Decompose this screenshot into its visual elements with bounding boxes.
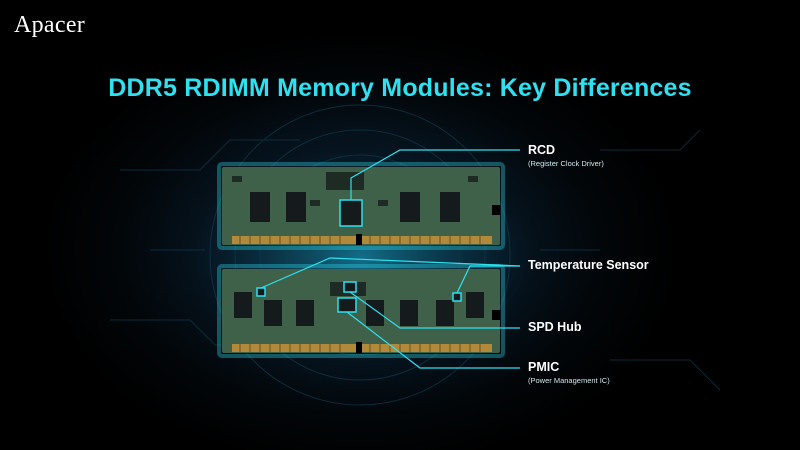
- rcd-label: RCD: [528, 143, 556, 157]
- rcd-chip: [339, 199, 363, 227]
- pmic-chip: [337, 297, 357, 313]
- spd-hub-label: SPD Hub: [528, 320, 582, 334]
- pmic-sublabel: (Power Management IC): [528, 376, 610, 385]
- top-rdimm-module: [222, 167, 500, 245]
- bottom-rdimm-module: [222, 269, 500, 353]
- rcd-callout-line: [350, 149, 520, 200]
- apacer-logo: Apacer: [14, 12, 86, 38]
- temperature-callout-line-left: [260, 257, 521, 289]
- temperature-sensor-left: [256, 287, 266, 297]
- spd-hub-callout: SPD Hub: [528, 320, 581, 334]
- pmic-callout-line: [346, 311, 520, 369]
- temperature-sensor-right: [452, 292, 462, 302]
- page-title: DDR5 RDIMM Memory Modules: Key Differenc…: [108, 74, 692, 102]
- temperature-callout-line-right: [456, 265, 520, 294]
- spd-callout-line: [349, 291, 520, 329]
- rcd-callout: RCD (Register Clock Driver): [528, 143, 604, 168]
- temperature-sensor-callout: Temperature Sensor: [528, 258, 649, 272]
- temperature-sensor-label: Temperature Sensor: [528, 258, 649, 272]
- pmic-callout: PMIC (Power Management IC): [528, 360, 610, 385]
- spd-hub-chip: [343, 281, 357, 293]
- rcd-sublabel: (Register Clock Driver): [528, 159, 604, 168]
- pmic-label: PMIC: [528, 360, 560, 374]
